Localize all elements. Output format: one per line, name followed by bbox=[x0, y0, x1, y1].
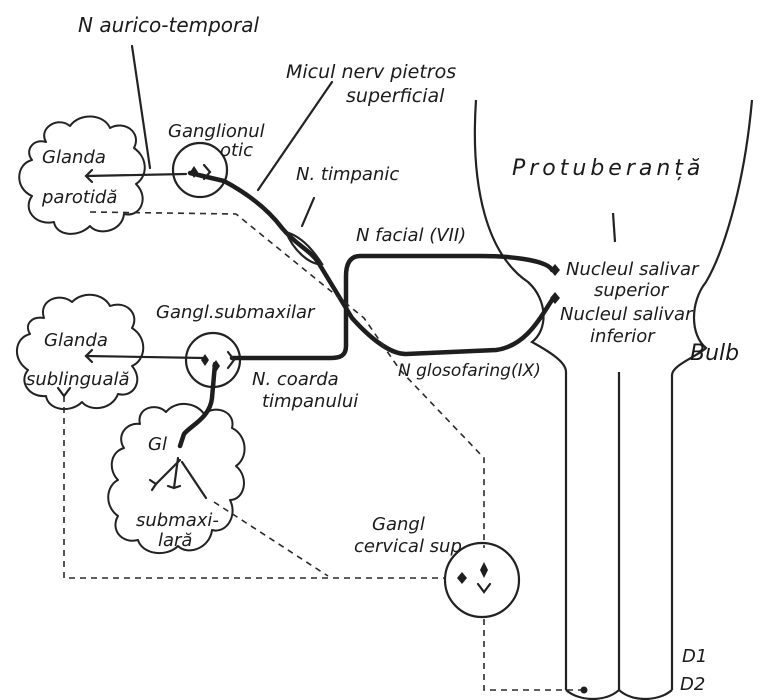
cervical-cell-top bbox=[480, 562, 488, 578]
label-n-glosofaring: N glosofaring(IX) bbox=[398, 361, 541, 381]
submax-branch-right bbox=[182, 462, 206, 498]
spinal-to-ganglion-dashed bbox=[484, 616, 584, 690]
pons-bulb-boundary bbox=[613, 213, 615, 242]
label-gl-submax-2: submaxi- bbox=[136, 510, 219, 531]
label-ganglionul-1: Ganglionul bbox=[168, 121, 265, 142]
label-n-coarda-2: timpanului bbox=[262, 391, 358, 412]
label-nucleul-inf-1: Nucleul salivar bbox=[560, 304, 694, 325]
label-n-coarda-1: N. coarda bbox=[252, 369, 339, 390]
label-gangl-cervical-2: cervical sup bbox=[354, 536, 462, 557]
label-micul-nerv-1: Micul nerv pietros bbox=[286, 61, 456, 83]
label-d2: D2 bbox=[680, 674, 705, 695]
sublingual-gland-shape bbox=[17, 295, 143, 409]
label-gl-submax-3: lară bbox=[158, 530, 192, 551]
cervical-y-mark bbox=[478, 584, 490, 592]
label-glanda-parotida-1: Glanda bbox=[42, 147, 106, 168]
timpanic-label-line bbox=[302, 198, 314, 226]
label-d1: D1 bbox=[682, 646, 707, 667]
label-gangl-submaxilar: Gangl.submaxilar bbox=[156, 302, 316, 323]
spinal-dot bbox=[581, 687, 588, 694]
label-glanda-sublinguala-1: Glanda bbox=[44, 330, 108, 351]
label-n-aurico-temporal: N aurico-temporal bbox=[78, 13, 260, 37]
label-glanda-parotida-2: parotidă bbox=[41, 187, 117, 208]
nucleus-superior-cell bbox=[550, 264, 560, 276]
label-bulb: Bulb bbox=[690, 341, 739, 366]
label-ganglionul-2: otic bbox=[220, 140, 253, 161]
brainstem-right-outline bbox=[672, 100, 752, 690]
label-nucleul-inf-2: inferior bbox=[590, 326, 656, 347]
label-protuberanta: Protuberanță bbox=[512, 156, 704, 181]
label-gangl-cervical-1: Gangl bbox=[372, 514, 425, 535]
brainstem-left-outline bbox=[475, 100, 566, 690]
label-micul-nerv-2: superficial bbox=[346, 85, 445, 107]
parotid-nerve-line bbox=[86, 174, 186, 176]
cervical-cell-left bbox=[457, 572, 467, 584]
label-gl-submax-1: Gl bbox=[148, 434, 167, 455]
label-nucleul-sup-2: superior bbox=[594, 280, 670, 301]
submax-branch-end-left bbox=[150, 480, 156, 490]
submax-cell-left bbox=[201, 354, 209, 366]
label-n-facial: N facial (VII) bbox=[356, 225, 466, 246]
label-nucleul-sup-1: Nucleul salivar bbox=[566, 259, 700, 280]
submax-sympathetic-dashed bbox=[214, 502, 328, 576]
label-glanda-sublinguala-2: sublinguală bbox=[26, 369, 130, 390]
label-n-timpanic: N. timpanic bbox=[296, 164, 399, 185]
otic-ganglion-circle bbox=[173, 143, 227, 197]
submax-to-gland-nerve bbox=[180, 364, 215, 446]
